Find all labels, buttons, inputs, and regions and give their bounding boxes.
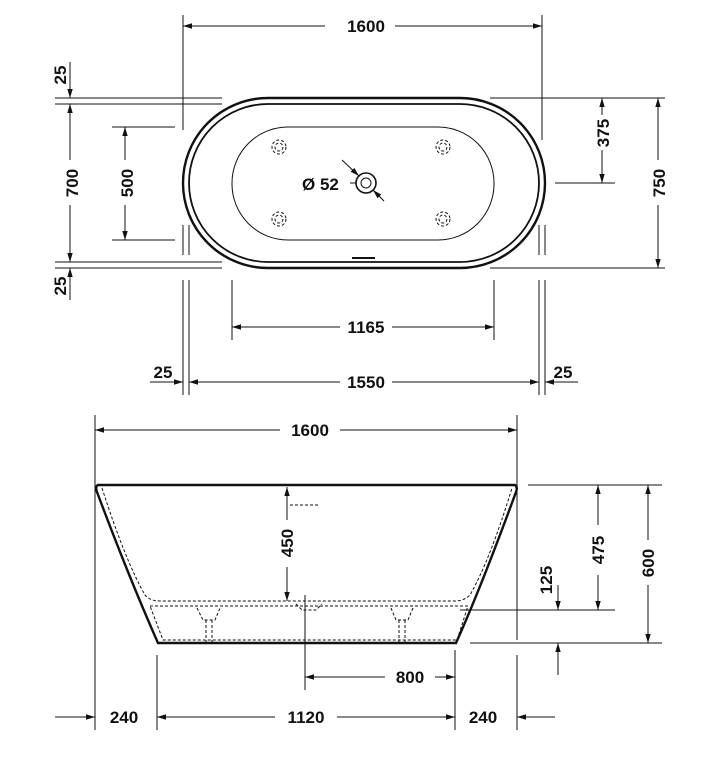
jet-icons xyxy=(271,139,451,227)
drain-diameter-label: Ø 52 xyxy=(302,175,339,194)
top-view: Ø 52 1600 25 700 xyxy=(51,15,669,395)
side-view: 1600 450 475 600 125 800 240 1120 240 xyxy=(55,415,662,730)
rim-left-label: 25 xyxy=(154,363,173,382)
inner-length-label: 1550 xyxy=(347,373,385,392)
base-height-label: 125 xyxy=(537,566,556,594)
top-length-label: 1600 xyxy=(347,17,385,36)
rim-bottom-label: 25 xyxy=(51,277,70,296)
drain-icon xyxy=(341,159,385,202)
base-offset-left-label: 240 xyxy=(110,708,138,727)
side-length-label: 1600 xyxy=(291,421,329,440)
rim-right-label: 25 xyxy=(554,363,573,382)
tub-outer-outline xyxy=(181,96,547,270)
drain-side xyxy=(295,603,323,611)
overflow-height-label: 475 xyxy=(589,536,608,564)
feet-spacing-label: 800 xyxy=(396,668,424,687)
base-inner-outline xyxy=(149,605,469,641)
inner-width-label: 700 xyxy=(63,169,82,197)
rim-top-label: 25 xyxy=(51,66,70,85)
tub-rim-outline xyxy=(188,103,540,263)
overall-width-label: 750 xyxy=(650,169,669,197)
inner-depth-label: 450 xyxy=(278,529,297,557)
tub-side-outline xyxy=(95,483,518,645)
basin-length-label: 1165 xyxy=(348,318,385,337)
foot-right xyxy=(390,607,414,643)
basin-width-label: 500 xyxy=(118,169,137,197)
overall-height-label: 600 xyxy=(639,549,658,577)
basin-outline xyxy=(231,126,495,241)
base-length-label: 1120 xyxy=(288,708,325,727)
base-offset-right-label: 240 xyxy=(469,708,497,727)
drain-offset-label: 375 xyxy=(594,119,613,147)
foot-left xyxy=(196,607,221,643)
